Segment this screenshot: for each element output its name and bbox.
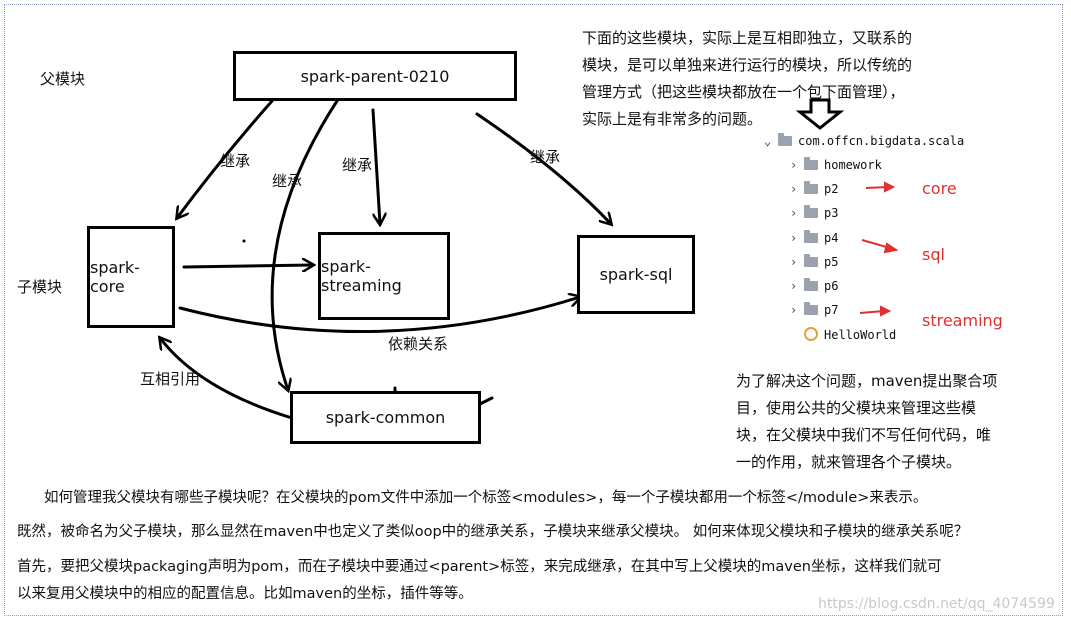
spark-sql-box: spark-sql xyxy=(577,235,695,314)
edge-label-mutual-ref: 互相引用 xyxy=(140,370,201,388)
tree-item[interactable]: ›p7 xyxy=(790,302,839,317)
edge-label-inherit-common: 继承 xyxy=(272,172,303,190)
arrow-common-to-core xyxy=(160,338,294,420)
arrow-parent-to-streaming xyxy=(371,108,380,224)
tree-item-class[interactable]: HelloWorld xyxy=(804,327,896,342)
package-icon xyxy=(804,157,818,170)
class-icon xyxy=(804,327,818,341)
chevron-right-icon: › xyxy=(790,158,798,172)
annotation-sql: sql xyxy=(922,245,945,264)
arrow-core-to-sql xyxy=(178,297,580,333)
spark-core-box: spark-core xyxy=(87,226,175,328)
parent-module-label: 父模块 xyxy=(40,70,86,88)
arrow-core-to-streaming xyxy=(182,265,313,267)
spark-common-box: spark-common xyxy=(290,391,481,444)
tree-item[interactable]: ›p3 xyxy=(790,205,839,220)
body-line-2: 既然，被命名为父子模块，那么显然在maven中也定义了类似oop中的继承关系，子… xyxy=(17,524,969,540)
annotation-core: core xyxy=(922,179,957,198)
package-icon xyxy=(804,205,818,218)
chevron-right-icon: › xyxy=(790,303,798,317)
chevron-right-icon: › xyxy=(790,206,798,220)
package-icon xyxy=(804,278,818,291)
arrow-parent-to-sql xyxy=(475,112,611,224)
arrow-parent-to-core xyxy=(177,99,274,218)
package-icon xyxy=(778,133,792,146)
chevron-down-icon: ⌄ xyxy=(764,134,772,148)
watermark: https://blog.csdn.net/qq_4074599 xyxy=(818,596,1055,612)
tree-item[interactable]: ›p4 xyxy=(790,230,839,245)
package-icon xyxy=(804,230,818,243)
image-frame xyxy=(4,4,1063,616)
chevron-right-icon: › xyxy=(790,182,798,196)
child-module-label: 子模块 xyxy=(17,278,63,296)
spark-parent-box: spark-parent-0210 xyxy=(233,51,517,101)
note-mid-right: 为了解决这个问题，maven提出聚合项 目，使用公共的父模块来管理这些模 块，在… xyxy=(736,372,998,471)
tree-item[interactable]: ›homework xyxy=(790,157,882,172)
chevron-right-icon: › xyxy=(790,255,798,269)
package-icon xyxy=(804,181,818,194)
note-top-right: 下面的这些模块，实际上是互相即独立，又联系的 模块，是可以单独来进行运行的模块，… xyxy=(582,29,913,128)
tree-item[interactable]: ›p2 xyxy=(790,181,839,196)
body-line-1: 如何管理我父模块有哪些子模块呢？在父模块的pom文件中添加一个标签<module… xyxy=(44,490,928,506)
annotation-streaming: streaming xyxy=(922,311,1003,330)
chevron-right-icon: › xyxy=(790,231,798,245)
edge-label-depends: 依赖关系 xyxy=(388,335,449,353)
arrow-parent-to-common xyxy=(270,99,339,390)
package-icon xyxy=(804,302,818,315)
spark-streaming-box: spark-streaming xyxy=(318,232,450,320)
edge-label-inherit-sql: 继承 xyxy=(530,148,561,166)
package-icon xyxy=(804,254,818,267)
edge-label-inherit-core: 继承 xyxy=(220,152,251,170)
tree-item[interactable]: ›p6 xyxy=(790,278,839,293)
body-line-4: 以来复用父模块中的相应的配置信息。比如maven的坐标，插件等等。 xyxy=(17,586,473,602)
down-arrow-icon xyxy=(795,98,845,130)
chevron-right-icon: › xyxy=(790,279,798,293)
edge-label-inherit-streaming: 继承 xyxy=(342,156,373,174)
body-line-3: 首先，要把父模块packaging声明为pom，而在子模块中要通过<parent… xyxy=(17,559,942,575)
tree-root[interactable]: ⌄com.offcn.bigdata.scala xyxy=(764,133,965,148)
tree-item[interactable]: ›p5 xyxy=(790,254,839,269)
